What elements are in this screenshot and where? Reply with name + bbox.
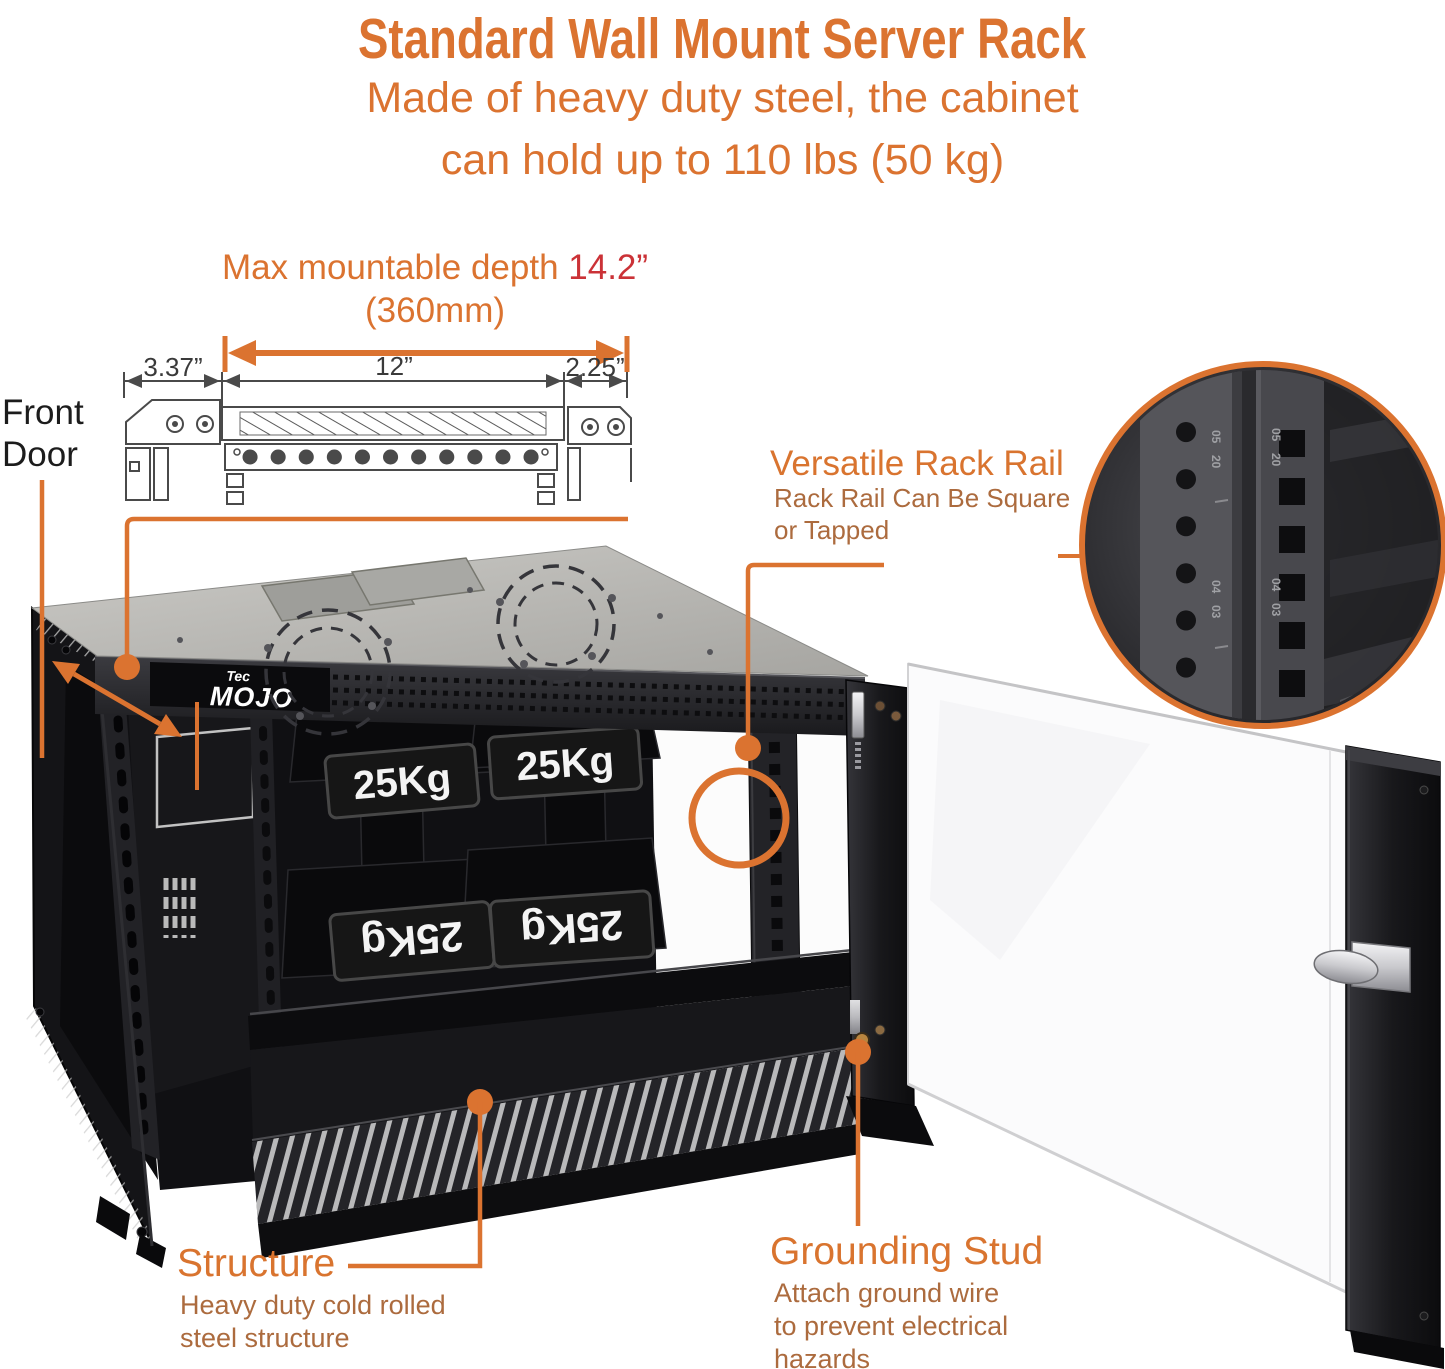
rack-rail-highlight-circle xyxy=(688,767,790,869)
open-side-frame xyxy=(26,606,198,1268)
depth-3d-arrowheads xyxy=(52,661,182,737)
svg-text:04: 04 xyxy=(1209,580,1223,594)
subtitle-line-1: Made of heavy duty steel, the cabinet xyxy=(366,74,1079,122)
depth-dimension-arrow xyxy=(222,336,630,372)
dimension-arrowheads xyxy=(126,374,625,388)
max-depth-label: Max mountable depth xyxy=(221,248,569,287)
front-door-label: Front Door xyxy=(2,392,84,476)
fan-cutout-left xyxy=(264,608,392,736)
weight-label: 25Kg xyxy=(515,739,616,790)
callout-structure-heading: Structure xyxy=(177,1242,336,1285)
weight-plate-left-top: 25Kg xyxy=(323,742,481,820)
inset-rail-markings: 05 20 04 03 05 20 04 03 xyxy=(1209,428,1283,619)
front-door-line-1: Front xyxy=(2,393,84,432)
callout-grounding-heading: Grounding Stud xyxy=(770,1230,1044,1273)
svg-text:20: 20 xyxy=(1209,455,1223,469)
weight-label: 25Kg xyxy=(359,913,465,969)
front-door-line-2: Door xyxy=(2,435,78,474)
max-depth-value: 14.2” xyxy=(568,248,649,287)
door-lock xyxy=(1313,941,1411,993)
back-panel-vents xyxy=(163,878,196,938)
weight-label: 25Kg xyxy=(351,756,452,808)
page-title-text: Standard Wall Mount Server Rack xyxy=(358,7,1087,71)
cabinet-shelf xyxy=(248,948,854,1050)
weight-label: 25Kg xyxy=(519,901,625,955)
weight-plate-left-bottom: 25Kg xyxy=(328,900,496,982)
callout-structure-body: Heavy duty cold rolled steel structure xyxy=(180,1290,446,1353)
front-vent-band: Tec MOJO xyxy=(94,655,866,736)
hinge-column xyxy=(845,679,934,1146)
brand-logo-main: MOJO xyxy=(209,681,293,713)
rail-detail-inset: 05 20 04 03 05 20 04 03 xyxy=(1079,361,1445,729)
glass-door xyxy=(907,662,1444,1369)
annotation-lines xyxy=(39,480,1084,1269)
dimension-label-left: 3.37” xyxy=(143,352,203,382)
callout-rack-rail-body: Rack Rail Can Be Square or Tapped xyxy=(774,483,1071,545)
page-title: Standard Wall Mount Server Rack xyxy=(0,6,1445,72)
callout-rack-rail-heading: Versatile Rack Rail xyxy=(770,444,1064,483)
top-panel xyxy=(30,545,869,736)
technical-section-diagram xyxy=(123,372,632,505)
svg-text:03: 03 xyxy=(1269,603,1283,617)
subtitle-line-2: can hold up to 110 lbs (50 kg) xyxy=(440,136,1005,184)
brand-logo-top: Tec xyxy=(226,668,250,685)
weight-plate-right-bottom: 25Kg xyxy=(488,889,656,969)
svg-text:04: 04 xyxy=(1269,578,1283,592)
dimension-label-middle: 12” xyxy=(375,351,413,381)
svg-text:03: 03 xyxy=(1209,605,1223,619)
bottom-vent-band xyxy=(251,1045,858,1224)
dimension-label-right: 2.25” xyxy=(565,352,625,382)
svg-text:20: 20 xyxy=(1269,453,1283,467)
max-depth-note: Max mountable depth 14.2” xyxy=(135,248,735,288)
front-frame-dot xyxy=(114,654,140,680)
callout-grounding-body: Attach ground wire to prevent electrical… xyxy=(774,1278,1009,1369)
cable-knockout-outline xyxy=(155,726,255,829)
rack-rail-dot xyxy=(735,735,761,761)
svg-text:05: 05 xyxy=(1269,428,1283,442)
fan-cutout-right xyxy=(496,564,616,684)
weight-plate-right-top: 25Kg xyxy=(486,725,644,801)
max-depth-metric: (360mm) xyxy=(364,291,506,330)
svg-text:05: 05 xyxy=(1209,430,1223,444)
brand-logo: Tec MOJO xyxy=(209,668,293,714)
